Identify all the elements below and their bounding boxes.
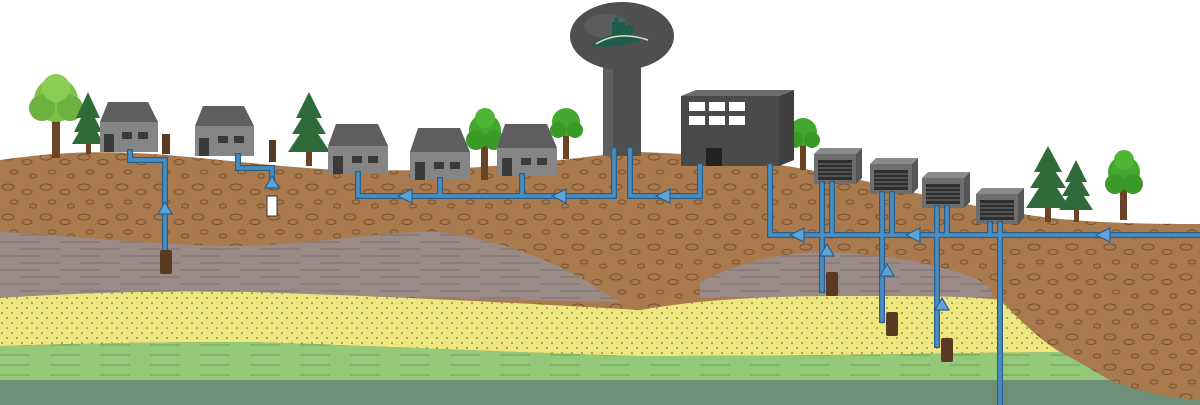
well-screen [826, 272, 838, 296]
round-tree [1105, 150, 1143, 220]
pine-tree [72, 92, 104, 154]
well-house [814, 148, 862, 184]
tower-emblem [590, 17, 649, 47]
well-screen [941, 338, 953, 362]
round-tree [787, 118, 820, 170]
round-tree [550, 108, 583, 159]
private-well-casings [162, 134, 278, 217]
pine-tree [1026, 146, 1070, 222]
well-houses [814, 148, 1024, 224]
well-screen [886, 312, 898, 336]
house [410, 128, 470, 180]
well-casing [269, 140, 276, 162]
deep-layer [0, 380, 1200, 405]
well-screen [160, 250, 172, 274]
round-tree [466, 108, 504, 180]
flow-arrow-left-icon [1094, 227, 1111, 243]
water-tower [570, 2, 674, 156]
house [100, 102, 158, 152]
houses [100, 102, 557, 180]
water-pipes [127, 147, 1200, 405]
geologic-layers [0, 152, 1200, 405]
flow-arrow-left-icon [654, 188, 671, 204]
house [497, 124, 557, 176]
flow-arrow-left-icon [904, 227, 921, 243]
pine-tree [288, 92, 330, 166]
well-screens [160, 250, 953, 362]
flow-arrows [156, 174, 1111, 311]
flow-arrow-left-icon [550, 188, 567, 204]
flow-arrow-left-icon [396, 188, 413, 204]
trees [29, 74, 1143, 222]
flow-arrow-left-icon [788, 227, 805, 243]
well-house [922, 172, 970, 208]
house [195, 106, 254, 156]
round-tree [29, 74, 83, 158]
treatment-building [681, 90, 794, 166]
flow-arrow-up-icon [156, 200, 174, 215]
flow-arrow-up-icon [878, 262, 896, 277]
flow-arrow-up-icon [933, 296, 951, 311]
well-casing [162, 134, 170, 154]
well-house [870, 158, 918, 194]
house [328, 124, 388, 174]
pine-tree [1059, 160, 1093, 222]
flow-arrow-up-icon [263, 174, 281, 189]
flow-arrow-up-icon [818, 242, 836, 257]
pressure-tank [266, 195, 278, 217]
well-house [976, 188, 1024, 224]
